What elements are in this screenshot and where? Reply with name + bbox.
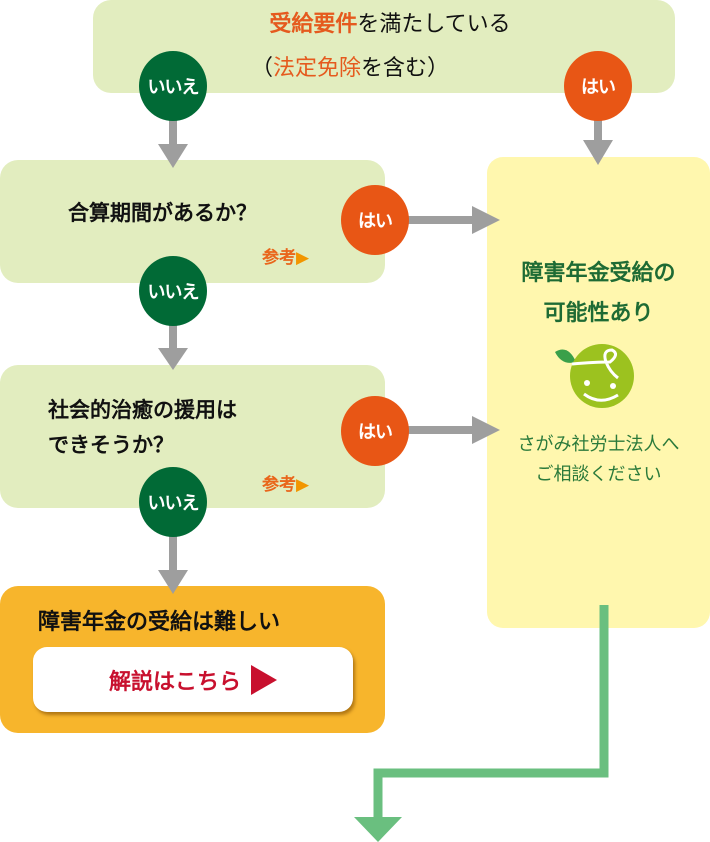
arrow-shaft	[169, 118, 177, 154]
reference-link-1[interactable]: 参考▶	[262, 243, 309, 268]
answer-no-3: いいえ	[139, 467, 207, 537]
result-arrow-line	[373, 605, 609, 820]
answer-yes-2: はい	[341, 185, 409, 255]
answer-yes-3: はい	[341, 396, 409, 466]
arrow-shaft	[408, 426, 478, 434]
arrow-shaft	[594, 118, 602, 148]
explanation-button[interactable]: 解説はこちら	[33, 647, 353, 712]
question-eligibility-line1: 受給要件を満たしている	[0, 8, 710, 42]
play-triangle-icon: ▶	[296, 248, 310, 268]
arrow-shaft	[408, 216, 478, 224]
arrow-head	[583, 140, 613, 165]
result-difficult-title: 障害年金の受給は難しい	[38, 610, 281, 635]
text: を含む	[361, 56, 428, 81]
arrow-shaft	[169, 535, 177, 575]
text: を満たしている	[357, 12, 511, 37]
result-arrow-head	[354, 817, 402, 842]
result-possible-sub-1: さがみ社労士法人へ	[517, 434, 680, 455]
answer-no-2: いいえ	[139, 256, 207, 326]
result-possible-title-2: 可能性あり	[543, 301, 654, 326]
reference-label: 参考	[262, 475, 296, 495]
arrow-head	[158, 570, 188, 594]
question-eligibility-line2: （法定免除を含む）	[0, 52, 700, 86]
question-combined-period: 合算期間があるか？	[68, 201, 257, 225]
arrow-head	[472, 206, 500, 234]
arrow-head	[472, 416, 500, 444]
answer-no-1: いいえ	[139, 51, 207, 121]
question-social-cure-line2: できそうか？	[48, 433, 174, 457]
smiling-leaf-face-logo-icon	[555, 344, 634, 408]
result-possible-sub-2: ご相談ください	[535, 464, 662, 485]
question-social-cure-line1: 社会的治癒の援用は	[48, 398, 237, 422]
arrow-head	[158, 144, 188, 168]
answer-yes-1: はい	[564, 51, 632, 121]
play-triangle-icon	[251, 664, 277, 695]
reference-link-2[interactable]: 参考▶	[262, 470, 309, 495]
explanation-button-label: 解説はこちら	[108, 669, 241, 695]
paren-close: ）	[427, 56, 450, 81]
highlight-requirements: 受給要件	[269, 12, 358, 37]
paren-open: （	[250, 56, 273, 81]
play-triangle-icon: ▶	[296, 475, 310, 495]
arrow-shaft	[169, 323, 177, 355]
highlight-exemption: 法定免除	[272, 56, 361, 81]
arrow-head	[158, 348, 188, 370]
reference-label: 参考	[262, 248, 296, 268]
result-possible-title-1: 障害年金受給の	[521, 261, 676, 286]
